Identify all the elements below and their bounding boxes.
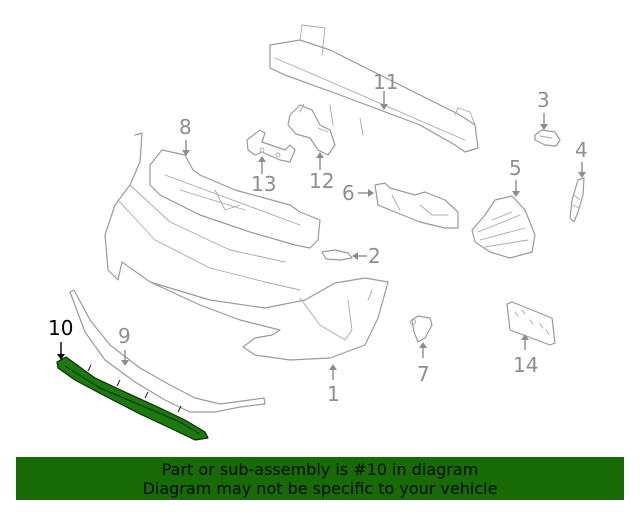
- part-11-reinforcement-bar[interactable]: [269, 24, 479, 153]
- callout-4[interactable]: 4: [575, 138, 588, 162]
- part-1-bumper-cover[interactable]: [104, 132, 389, 361]
- callout-3[interactable]: 3: [537, 88, 550, 112]
- part-7-clip[interactable]: [410, 315, 433, 343]
- part-13-support-bracket[interactable]: [246, 129, 296, 163]
- callout-9[interactable]: 9: [118, 324, 131, 348]
- part-12-mount-bracket[interactable]: [287, 103, 336, 156]
- part-9-lower-molding[interactable]: [69, 289, 266, 413]
- part-10-lower-trim-highlighted[interactable]: [56, 356, 209, 441]
- callout-14[interactable]: 14: [513, 353, 539, 377]
- callout-6[interactable]: 6: [342, 181, 355, 205]
- callout-1[interactable]: 1: [327, 382, 340, 406]
- callout-11[interactable]: 11: [373, 70, 399, 94]
- info-banner: Part or sub-assembly is #10 in diagram D…: [16, 457, 624, 500]
- callout-8[interactable]: 8: [179, 115, 192, 139]
- part-5-grille-insert[interactable]: [471, 195, 536, 259]
- part-3-side-bracket[interactable]: [534, 129, 561, 147]
- part-4-side-guide[interactable]: [569, 177, 585, 223]
- callout-10-highlighted[interactable]: 10: [48, 316, 74, 340]
- callout-12[interactable]: 12: [309, 169, 335, 193]
- callout-13[interactable]: 13: [251, 172, 277, 196]
- part-8-upper-grille[interactable]: [149, 149, 321, 249]
- part-6-absorber-bracket[interactable]: [374, 182, 459, 229]
- part-2-small-bracket[interactable]: [321, 249, 353, 261]
- callout-5[interactable]: 5: [509, 156, 522, 180]
- callout-2[interactable]: 2: [368, 244, 381, 268]
- callout-7[interactable]: 7: [417, 362, 430, 386]
- banner-line-part-number: Part or sub-assembly is #10 in diagram: [161, 460, 479, 479]
- part-14-license-plate-bracket[interactable]: [506, 301, 556, 346]
- banner-line-disclaimer: Diagram may not be specific to your vehi…: [142, 479, 498, 498]
- callout-arrows: [57, 91, 586, 380]
